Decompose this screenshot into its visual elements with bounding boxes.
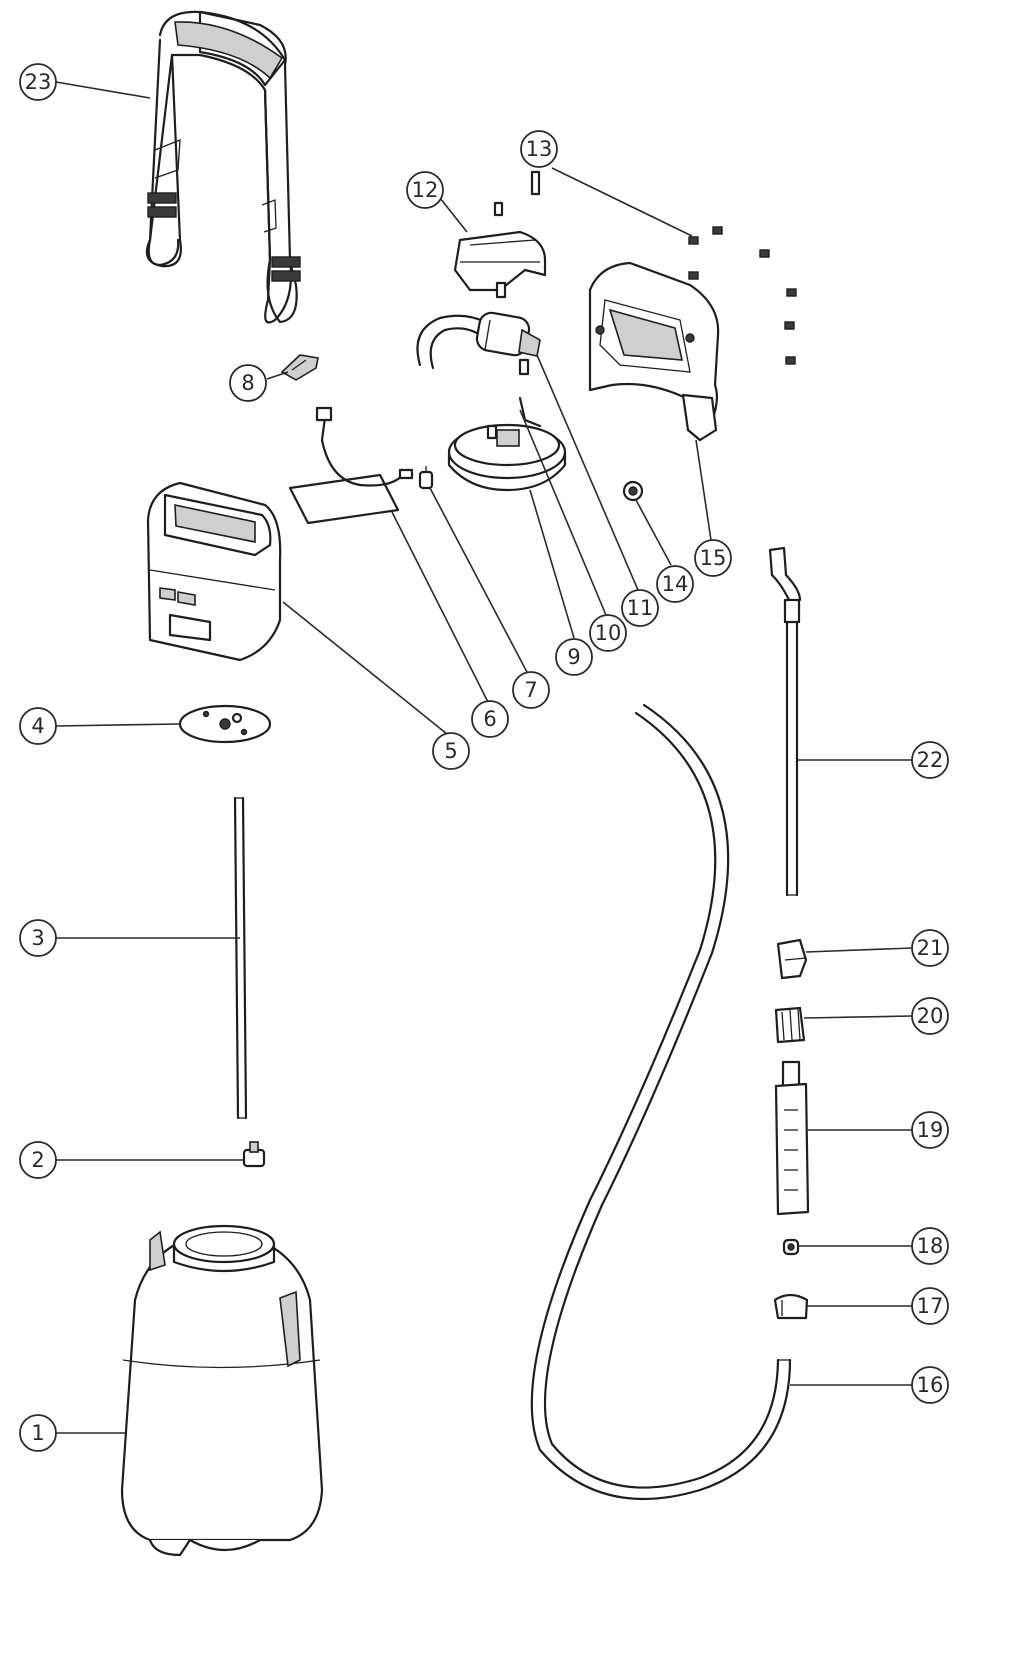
callout-8: 8 bbox=[229, 364, 267, 402]
callout-6: 6 bbox=[471, 700, 509, 738]
leader-21 bbox=[805, 947, 913, 953]
leader-20 bbox=[803, 1015, 913, 1019]
callout-13: 13 bbox=[520, 130, 558, 168]
callout-12: 12 bbox=[406, 171, 444, 209]
svg-text:22: 22 bbox=[917, 748, 944, 772]
svg-text:11: 11 bbox=[627, 596, 654, 620]
clip-icon bbox=[280, 354, 319, 381]
callout-5: 5 bbox=[432, 732, 470, 770]
svg-text:15: 15 bbox=[700, 546, 727, 570]
leader-4 bbox=[55, 723, 181, 727]
leader-7 bbox=[429, 487, 529, 675]
svg-text:12: 12 bbox=[412, 178, 439, 202]
svg-text:14: 14 bbox=[662, 572, 689, 596]
svg-text:2: 2 bbox=[31, 1148, 44, 1172]
cap-icon bbox=[773, 1293, 809, 1320]
lid-ring-icon bbox=[447, 423, 567, 492]
callout-10: 10 bbox=[589, 614, 627, 652]
knob-icon bbox=[622, 480, 644, 502]
callout-14: 14 bbox=[656, 565, 694, 603]
svg-text:23: 23 bbox=[25, 70, 52, 94]
callout-15: 15 bbox=[694, 539, 732, 577]
leader-23 bbox=[55, 81, 151, 99]
callout-7: 7 bbox=[512, 671, 550, 709]
callout-20: 20 bbox=[911, 997, 949, 1035]
callout-17: 17 bbox=[911, 1287, 949, 1325]
leader-5 bbox=[282, 601, 448, 735]
leader-14 bbox=[635, 499, 672, 566]
shoulder-strap-icon bbox=[145, 10, 301, 324]
svg-text:8: 8 bbox=[241, 371, 254, 395]
callout-11: 11 bbox=[621, 589, 659, 627]
leader-9 bbox=[529, 489, 575, 639]
callout-18: 18 bbox=[911, 1227, 949, 1265]
leader-12 bbox=[439, 197, 468, 233]
svg-text:19: 19 bbox=[917, 1118, 944, 1142]
clamp-icon bbox=[776, 938, 808, 980]
leader-lines bbox=[55, 81, 913, 1434]
nozzle-icon bbox=[782, 1238, 800, 1256]
svg-text:1: 1 bbox=[31, 1421, 44, 1445]
leader-6 bbox=[391, 511, 489, 703]
callout-4: 4 bbox=[19, 707, 57, 745]
svg-text:3: 3 bbox=[31, 926, 44, 950]
leader-11 bbox=[536, 354, 639, 591]
hose-connector-icon bbox=[242, 1141, 266, 1168]
svg-text:13: 13 bbox=[526, 137, 553, 161]
svg-text:20: 20 bbox=[917, 1004, 944, 1028]
handle-cover-icon bbox=[146, 481, 282, 662]
callout-3: 3 bbox=[19, 919, 57, 957]
svg-text:9: 9 bbox=[567, 645, 580, 669]
svg-text:7: 7 bbox=[524, 678, 537, 702]
back-housing-icon bbox=[588, 261, 720, 442]
tank-icon bbox=[120, 1224, 324, 1557]
leader-10 bbox=[519, 409, 607, 616]
leader-15 bbox=[695, 439, 712, 541]
callout-1: 1 bbox=[19, 1414, 57, 1452]
suction-tube-icon bbox=[233, 796, 248, 1120]
callout-2: 2 bbox=[19, 1141, 57, 1179]
nut-icon bbox=[774, 1006, 806, 1044]
lid-wire-icon bbox=[518, 396, 542, 428]
pump-motor-icon bbox=[416, 311, 541, 376]
svg-text:18: 18 bbox=[917, 1234, 944, 1258]
switch-icon bbox=[418, 466, 434, 490]
callout-22: 22 bbox=[911, 741, 949, 779]
svg-text:6: 6 bbox=[483, 707, 496, 731]
spray-wand-icon bbox=[768, 546, 802, 897]
gasket-plate-icon bbox=[178, 704, 272, 744]
trigger-handle-icon bbox=[774, 1060, 810, 1216]
svg-text:17: 17 bbox=[917, 1294, 944, 1318]
svg-text:10: 10 bbox=[595, 621, 622, 645]
hose-icon bbox=[530, 703, 792, 1501]
motor-bracket-icon bbox=[453, 201, 547, 299]
svg-text:4: 4 bbox=[31, 714, 44, 738]
circuit-board-icon bbox=[288, 406, 414, 525]
callout-16: 16 bbox=[911, 1366, 949, 1404]
leader-8 bbox=[266, 371, 289, 380]
callout-21: 21 bbox=[911, 929, 949, 967]
svg-text:16: 16 bbox=[917, 1373, 944, 1397]
svg-text:21: 21 bbox=[917, 936, 944, 960]
callout-23: 23 bbox=[19, 63, 57, 101]
callout-9: 9 bbox=[555, 638, 593, 676]
callout-19: 19 bbox=[911, 1111, 949, 1149]
leader-13 bbox=[551, 167, 693, 237]
svg-text:5: 5 bbox=[444, 739, 457, 763]
